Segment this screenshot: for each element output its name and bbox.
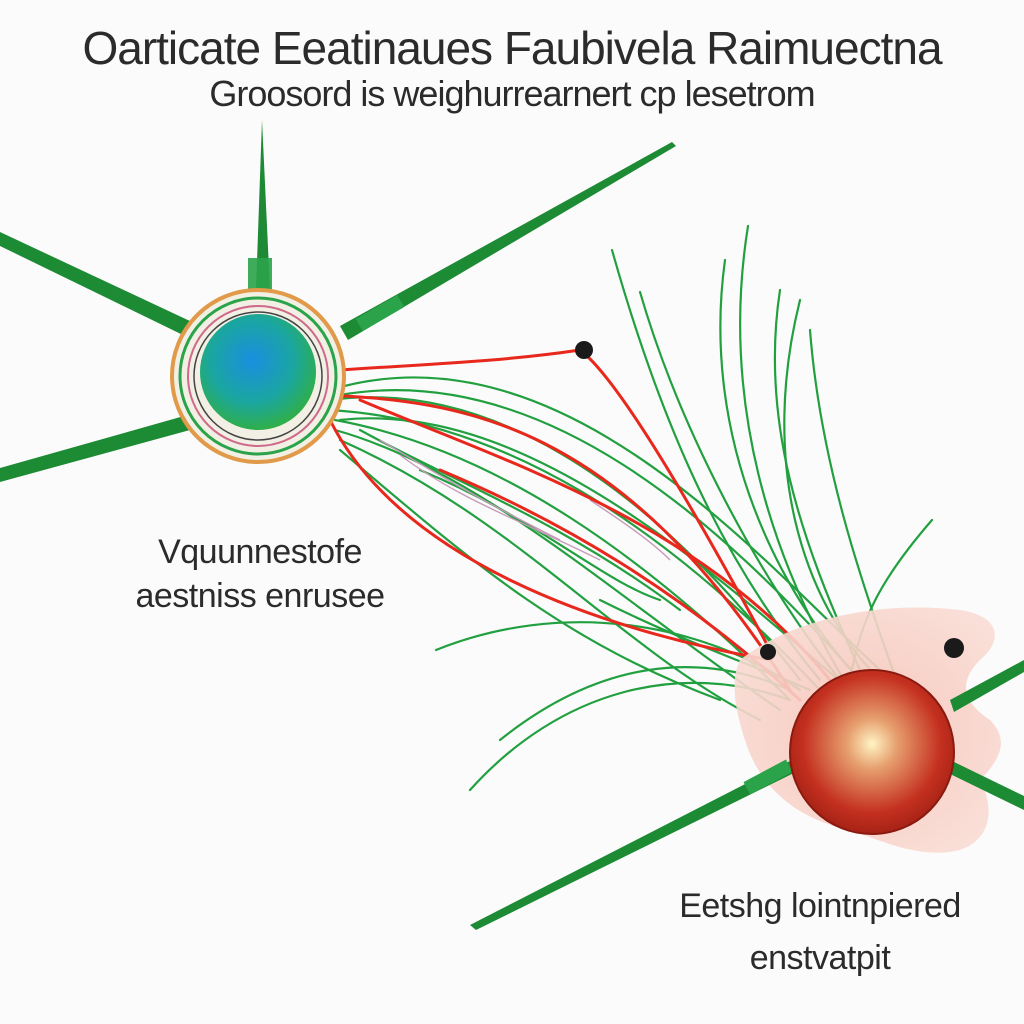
dendrite-lower-left bbox=[0, 416, 190, 482]
right-neuron-label: Eetshg lointnpiered enstvatpit bbox=[650, 880, 990, 984]
right-neuron-body bbox=[789, 669, 955, 835]
dendrite-upper-right-segment bbox=[355, 294, 405, 332]
red-fiber bbox=[578, 348, 772, 652]
left-neuron-ring bbox=[178, 296, 338, 456]
diagram-title: Oarticate Eeatinaues Faubivela Raimuectn… bbox=[82, 22, 942, 74]
axon-right-lower bbox=[946, 760, 1024, 810]
green-fiber bbox=[338, 438, 762, 722]
dendrite-top bbox=[256, 120, 270, 290]
right-neuron-label-line2: enstvatpit bbox=[749, 939, 891, 977]
synapse-dot bbox=[760, 644, 776, 660]
diagram-subtitle: Groosord is weighurrearnert cp lesetrom bbox=[209, 73, 815, 114]
red-fiber-bundle bbox=[278, 348, 832, 702]
left-neuron-core bbox=[200, 314, 316, 430]
green-fiber bbox=[333, 428, 782, 712]
green-fiber bbox=[328, 376, 882, 672]
left-neuron-label-line1: Vquunnestofe bbox=[158, 533, 362, 571]
dendrite-upper-right bbox=[340, 142, 676, 340]
synapse-dot bbox=[575, 341, 593, 359]
red-fiber bbox=[328, 418, 772, 662]
right-neuron-label-line1: Eetshg lointnpiered bbox=[679, 887, 961, 925]
left-neuron-ring bbox=[193, 311, 323, 441]
green-fiber bbox=[338, 389, 862, 682]
axon-lower-left-segment bbox=[743, 759, 793, 795]
red-fiber bbox=[318, 393, 792, 692]
green-fiber bbox=[418, 468, 662, 602]
left-neuron-dendrites bbox=[0, 120, 676, 482]
dendrite-top-segment bbox=[248, 258, 272, 292]
green-fiber bbox=[610, 248, 822, 682]
left-neuron-label-line2: aestniss enrusee bbox=[135, 577, 385, 615]
green-fiber bbox=[338, 448, 722, 702]
faint-strand bbox=[399, 454, 601, 561]
dendrite-upper-left bbox=[0, 232, 192, 336]
faint-strands bbox=[379, 439, 671, 561]
synapse-dot bbox=[944, 638, 964, 658]
left-neuron-label: Vquunnestofe aestniss enrusee bbox=[110, 530, 410, 618]
green-fiber bbox=[333, 418, 792, 702]
right-neuron-axons bbox=[470, 660, 1024, 930]
left-neuron-body bbox=[170, 288, 346, 464]
faint-strand bbox=[589, 499, 671, 561]
faint-strand bbox=[379, 439, 561, 541]
axon-lower-left bbox=[470, 760, 800, 930]
left-neuron-ring bbox=[187, 305, 329, 447]
red-fiber bbox=[358, 398, 832, 682]
axon-right bbox=[950, 660, 1024, 712]
